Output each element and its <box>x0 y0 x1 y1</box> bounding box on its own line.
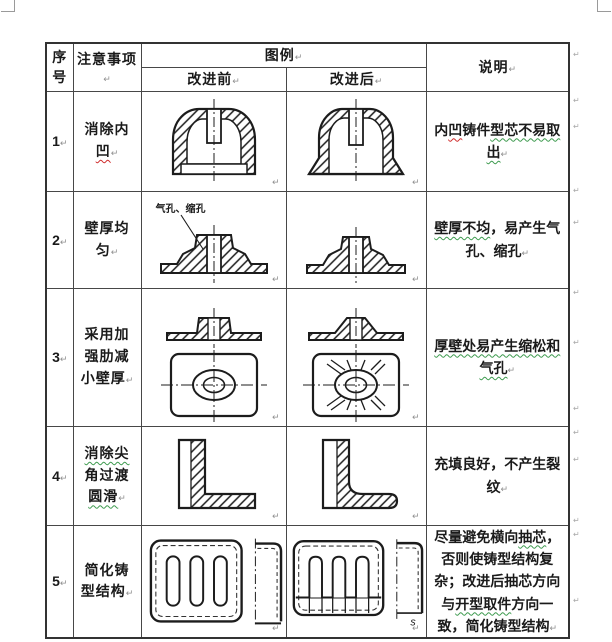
row1-figure-before: ↵ <box>140 90 287 192</box>
row4-number[interactable]: 4↵ <box>45 425 74 526</box>
row5-description[interactable]: 尽量避免横向抽芯，否则使铸型结构复杂；改进后抽芯方向与开型取件方向一致，简化铸型… <box>425 524 570 639</box>
row4-figure-after: ↵ <box>285 425 427 526</box>
uneven-wall-mound-figure <box>159 214 268 283</box>
margin-paragraph-mark: ↵ <box>573 428 580 437</box>
row1-note[interactable]: 消除内凹↵ <box>72 90 142 192</box>
row3-note[interactable]: 采用加强肋减小壁厚↵ <box>72 287 142 427</box>
row4-figure-before: ↵ <box>140 425 287 526</box>
ribbed-boss-section-and-plan-figure <box>303 308 409 422</box>
row5-note[interactable]: 简化铸型结构↵ <box>72 524 142 639</box>
radiating-ribs <box>326 359 386 411</box>
row1-figure-after: ↵ <box>285 90 427 192</box>
sharp-corner-L-section-figure <box>177 438 256 509</box>
row5-figure-before: ↵ <box>140 524 287 639</box>
col-header-legend: 图例↵ <box>140 42 427 68</box>
side-view-s-label: s <box>410 617 416 629</box>
margin-paragraph-mark: ↵ <box>573 404 580 413</box>
row2-figure-after: ↵ <box>285 190 427 289</box>
row4-description[interactable]: 充填良好，不产生裂纹↵ <box>425 425 570 526</box>
table-row: 3↵ 采用加强肋减小壁厚↵ ↵ <box>45 287 570 427</box>
col-header-before: 改进前↵ <box>140 66 287 92</box>
table-row: 4↵ 消除尖角过渡圆滑↵ ↵ ↵ 充填良好，不产生裂纹↵ <box>45 425 570 526</box>
row2-note[interactable]: 壁厚均匀↵ <box>72 190 142 289</box>
row2-description[interactable]: 壁厚不均，易产生气孔、缩孔↵ <box>425 190 570 289</box>
dome-section-no-undercut-figure <box>307 99 405 184</box>
margin-paragraph-mark: ↵ <box>573 50 580 59</box>
margin-paragraph-mark: ↵ <box>573 530 580 539</box>
text-boundary-corner-right <box>597 0 611 12</box>
open-slot-box-and-side-view-figure: s <box>292 539 424 629</box>
margin-paragraph-mark: ↵ <box>573 186 580 195</box>
bottom-teeth <box>308 597 370 614</box>
col-header-after: 改进后↵ <box>285 66 427 92</box>
margin-paragraph-mark: ↵ <box>573 516 580 525</box>
table-row: 5↵ 简化铸型结构↵ ↵ <box>45 524 570 639</box>
table-row: 2↵ 壁厚均匀↵ 气孔、缩孔 ↵ ↵ 壁厚不均 <box>45 190 570 289</box>
margin-paragraph-mark: ↵ <box>573 596 580 605</box>
row3-description[interactable]: 厚壁处易产生缩松和气孔↵ <box>425 287 570 427</box>
dome-section-with-undercut-figure <box>171 99 256 184</box>
col-header-number: 序号 <box>45 42 74 92</box>
row3-number[interactable]: 3↵ <box>45 287 74 427</box>
row4-note[interactable]: 消除尖角过渡圆滑↵ <box>72 425 142 526</box>
table-row: 1↵ 消除内凹↵ ↵ <box>45 90 570 192</box>
margin-paragraph-mark: ↵ <box>573 218 580 227</box>
row1-description[interactable]: 内凹铸件型芯不易取出↵ <box>425 90 570 192</box>
row5-number[interactable]: 5↵ <box>45 524 74 639</box>
filleted-corner-L-section-figure <box>321 438 399 509</box>
margin-paragraph-mark: ↵ <box>573 96 580 105</box>
row5-figure-after: s ↵ <box>285 524 427 639</box>
row3-figure-before: ↵ <box>140 287 287 427</box>
margin-paragraph-mark: ↵ <box>573 288 580 297</box>
row1-number[interactable]: 1↵ <box>45 90 74 192</box>
col-header-description: 说明↵ <box>425 42 570 92</box>
margin-paragraph-mark: ↵ <box>573 455 580 464</box>
row2-figure-before: 气孔、缩孔 ↵ <box>140 190 287 289</box>
row3-figure-after: ↵ <box>285 287 427 427</box>
even-wall-mound-figure <box>306 226 406 283</box>
margin-paragraph-mark: ↵ <box>573 122 580 131</box>
text-boundary-corner-left <box>1 0 15 12</box>
col-header-note: 注意事项↵ <box>72 42 142 92</box>
row2-number[interactable]: 2↵ <box>45 190 74 289</box>
casting-improvement-table: 序号 注意事项↵ 图例↵ 说明↵ 改进前↵ 改进后↵ 1↵ 消除内凹↵ ↵ <box>45 42 571 640</box>
margin-paragraph-mark: ↵ <box>573 338 580 347</box>
boss-plate-section-and-plan-figure <box>160 308 267 422</box>
closed-slot-box-and-side-view-figure <box>149 538 282 626</box>
defect-callout-label: 气孔、缩孔 <box>155 203 206 215</box>
